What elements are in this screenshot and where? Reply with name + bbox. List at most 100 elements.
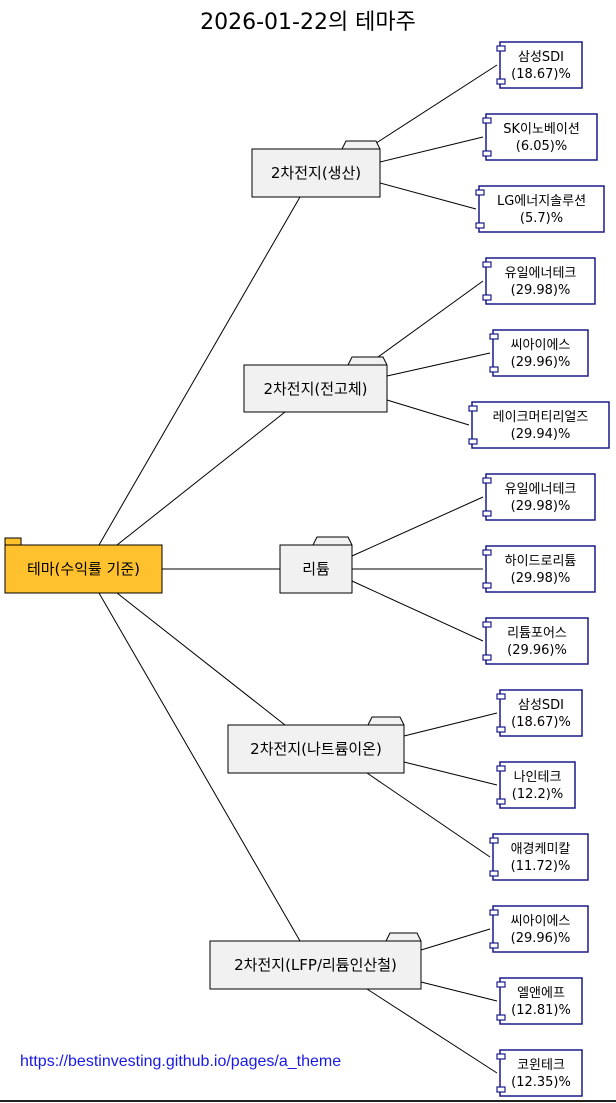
component-port-icon — [489, 870, 499, 877]
component-port-icon — [496, 765, 506, 772]
component-port-icon — [482, 582, 492, 589]
stock-name: 삼성SDI — [518, 698, 564, 713]
stock-node: 씨아이에스(29.96)% — [489, 329, 589, 377]
theme-node: 리튬 — [279, 536, 353, 594]
edge-theme-to-stock — [386, 399, 470, 426]
component-port-icon — [496, 1053, 506, 1060]
stock-node: 삼성SDI (18.67)% — [496, 41, 583, 89]
theme-node: 2차전지(LFP/리튬인산철) — [209, 932, 422, 990]
component-port-icon — [489, 942, 499, 949]
stock-name: 삼성SDI — [518, 50, 564, 65]
stock-return: (18.67)% — [511, 715, 571, 730]
nodes: 테마(수익률 기준) 2차전지(생산) 삼성SDI (18.67)% SK이노베이션 (6… — [4, 41, 610, 1097]
edge-theme-to-stock — [366, 988, 498, 1074]
stock-name: LG에너지솔루션 — [497, 194, 586, 209]
edge-theme-to-stock — [420, 928, 491, 951]
stock-return: (12.81)% — [511, 1003, 571, 1018]
stock-name: 씨아이에스 — [511, 914, 571, 929]
stock-name: 하이드로리튬 — [505, 554, 577, 569]
stock-name: 리튬포어스 — [507, 626, 567, 641]
stock-return: (29.98)% — [511, 571, 571, 586]
footer-link[interactable]: https://bestinvesting.github.io/pages/a_… — [20, 1053, 342, 1070]
component-port-icon — [496, 693, 506, 700]
edge-theme-to-stock — [379, 136, 484, 163]
component-port-icon — [482, 654, 492, 661]
edge-theme-to-stock — [386, 352, 491, 377]
theme-label: 2차전지(LFP/리튬인산철) — [234, 956, 397, 974]
stock-node: 삼성SDI (18.67)% — [496, 689, 583, 737]
stock-node: 코윈테크(12.35)% — [496, 1049, 583, 1097]
stock-return: (29.98)% — [511, 283, 571, 298]
stock-return: (29.96)% — [511, 931, 571, 946]
root-node: 테마(수익률 기준) — [4, 537, 163, 594]
theme-node: 2차전지(전고체) — [243, 356, 388, 413]
stock-return: (11.72)% — [511, 859, 571, 874]
stock-node: 레이크머티리얼즈(29.94)% — [468, 401, 610, 449]
stock-node: 씨아이에스 (29.96)% — [489, 905, 589, 953]
edge-root-to-theme — [116, 411, 286, 546]
edge-root-to-theme — [98, 196, 301, 546]
edge-theme-to-stock — [379, 182, 477, 210]
component-port-icon — [482, 510, 492, 517]
stock-name: 유일에너테크 — [505, 266, 577, 281]
stock-node: 리튬포어스(29.96)% — [482, 617, 589, 665]
component-port-icon — [489, 366, 499, 373]
stock-name: 레이크머티리얼즈 — [493, 410, 589, 425]
stock-node: 하이드로리튬 (29.98)% — [482, 545, 596, 593]
component-port-icon — [482, 150, 492, 157]
edge-theme-to-stock — [366, 772, 491, 858]
stock-name: 나인테크 — [514, 770, 562, 785]
stock-node: 나인테크 (12.2)% — [496, 761, 576, 809]
edge-theme-to-stock — [351, 580, 484, 642]
component-port-icon — [496, 1086, 506, 1093]
theme-label: 리튬 — [302, 560, 330, 578]
edge-theme-to-stock — [366, 64, 498, 150]
component-port-icon — [496, 726, 506, 733]
stock-return: (29.96)% — [511, 355, 571, 370]
component-port-icon — [482, 549, 492, 556]
stock-node: 애경케미칼(11.72)% — [489, 833, 589, 881]
stock-node: LG에너지솔루션 (5.7)% — [475, 185, 605, 233]
edge-theme-to-stock — [403, 712, 498, 737]
component-port-icon — [489, 837, 499, 844]
root-label: 테마(수익률 기준) — [27, 560, 140, 578]
stock-node: 유일에너테크 (29.98)% — [482, 257, 596, 305]
edge-theme-to-stock — [403, 761, 498, 786]
edge-root-to-theme — [116, 592, 286, 726]
component-port-icon — [475, 222, 485, 229]
component-port-icon — [482, 117, 492, 124]
edge-theme-to-stock — [351, 496, 484, 557]
stock-name: 유일에너테크 — [505, 482, 577, 497]
component-port-icon — [496, 45, 506, 52]
theme-label: 2차전지(나트륨이온) — [250, 740, 382, 758]
theme-label: 2차전지(전고체) — [263, 380, 367, 398]
edges — [98, 64, 498, 1074]
component-port-icon — [496, 981, 506, 988]
stock-name: 엘앤에프 — [517, 986, 565, 1001]
component-port-icon — [489, 909, 499, 916]
edge-theme-to-stock — [366, 280, 484, 366]
stock-node: 엘앤에프 (12.81)% — [496, 977, 583, 1025]
page-title: 2026-01-22의 테마주 — [200, 10, 416, 35]
component-port-icon — [468, 438, 478, 445]
edge-root-to-theme — [98, 592, 301, 942]
component-port-icon — [482, 294, 492, 301]
edge-theme-to-stock — [420, 981, 498, 1002]
component-port-icon — [482, 477, 492, 484]
stock-return: (12.2)% — [512, 787, 563, 802]
stock-node: 유일에너테크(29.98)% — [482, 473, 596, 521]
component-port-icon — [482, 261, 492, 268]
component-port-icon — [468, 405, 478, 412]
stock-return: (12.35)% — [511, 1075, 571, 1090]
theme-label: 2차전지(생산) — [271, 164, 361, 182]
theme-node: 2차전지(나트륨이온) — [227, 716, 405, 774]
stock-name: SK이노베이션 — [503, 122, 580, 137]
stock-node: SK이노베이션 (6.05)% — [482, 113, 598, 161]
bottom-divider — [0, 1100, 616, 1102]
component-port-icon — [496, 798, 506, 805]
stock-return: (6.05)% — [516, 139, 567, 154]
stock-return: (5.7)% — [520, 211, 563, 226]
stock-return: (18.67)% — [511, 67, 571, 82]
component-port-icon — [496, 78, 506, 85]
